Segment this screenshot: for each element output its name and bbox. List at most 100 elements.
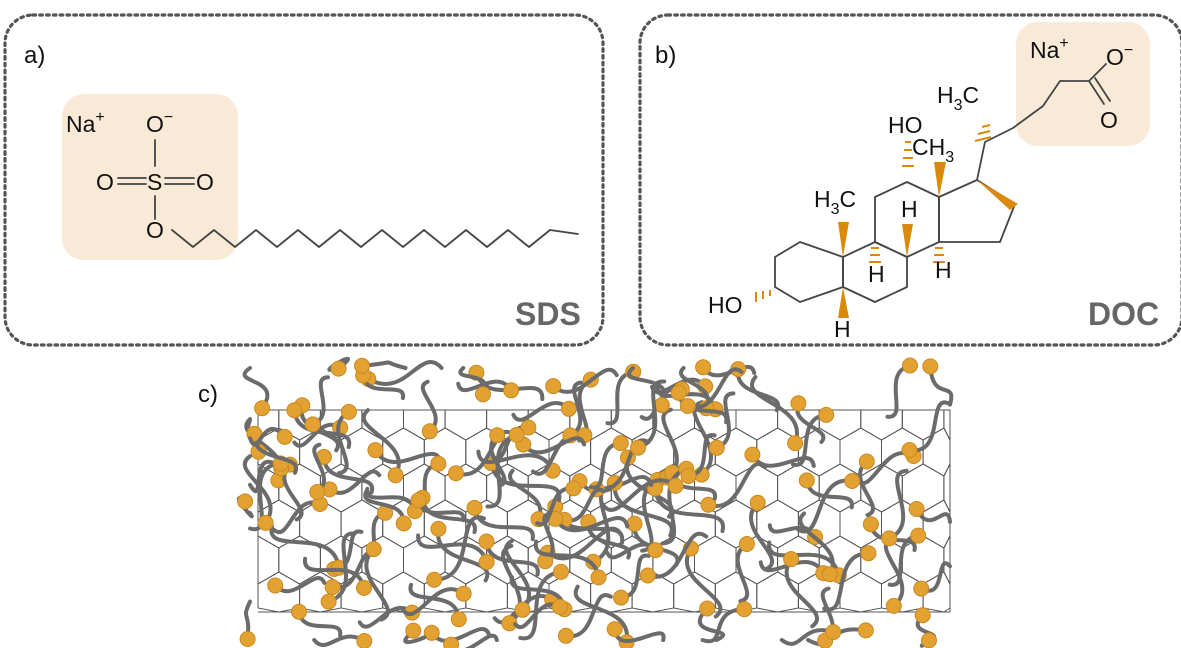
surfactant-tail: [700, 607, 747, 644]
surfactant-tail: [784, 557, 819, 629]
surfactant-head: [478, 533, 495, 550]
surfactant-tail: [360, 360, 408, 370]
surfactant-tail: [685, 546, 723, 619]
surfactant-molecule: [364, 541, 390, 622]
surfactant-tail: [749, 500, 775, 572]
surfactant-molecule: [749, 494, 775, 572]
surfactant-molecule: [286, 402, 352, 449]
surfactant-head: [304, 416, 321, 433]
lattice-hexagon: [943, 409, 951, 441]
surfactant-tail: [472, 505, 535, 542]
surfactant-head: [365, 541, 382, 558]
surfactant-head: [585, 553, 602, 570]
surfactant-tail: [600, 478, 678, 512]
surfactant-molecule: [913, 561, 952, 597]
surfactant-molecule: [416, 533, 495, 570]
surfactant-head: [237, 493, 254, 510]
surfactant-molecule: [420, 379, 438, 440]
surfactant-molecule: [534, 539, 607, 586]
doc-co-bond-1: [1088, 80, 1105, 105]
doc-wedge-ch3: [934, 162, 946, 197]
surfactant-head: [450, 611, 467, 628]
doc-h-b-atom: H: [868, 261, 885, 287]
surfactant-head: [700, 496, 717, 513]
surfactant-head: [239, 631, 256, 647]
surfactant-head: [790, 395, 807, 412]
doc-wedge-h3c-left: [838, 222, 849, 257]
surfactant-head: [679, 398, 696, 414]
panel-b-label: b): [655, 42, 676, 69]
surfactant-molecule: [367, 442, 443, 465]
surfactant-head: [257, 514, 274, 531]
surfactant-molecule: [605, 363, 642, 426]
surfactant-head: [395, 515, 412, 532]
surfactant-molecule: [679, 367, 744, 414]
doc-ho-bottom-atom: HO: [708, 292, 743, 318]
surfactant-tail: [269, 524, 341, 570]
surfactant-head: [821, 566, 838, 583]
surfactant-head: [606, 621, 623, 638]
surfactant-molecule: [881, 468, 909, 547]
surfactant-head: [736, 601, 753, 618]
surfactant-head: [421, 423, 438, 440]
surfactant-molecule: [798, 511, 838, 583]
surfactant-molecule: [922, 358, 954, 407]
surfactant-tail: [636, 379, 667, 450]
surfactant-molecule: [466, 499, 535, 542]
surfactant-head: [913, 580, 930, 597]
surfactant-tail: [697, 606, 726, 642]
surfactant-tail: [336, 409, 351, 476]
surfactant-molecule: [271, 496, 328, 534]
surfactant-head: [590, 569, 607, 586]
surfactant-tail: [366, 360, 444, 386]
surfactant-molecule: [708, 391, 736, 456]
surfactant-head: [818, 406, 835, 423]
surfactant-head: [914, 607, 931, 624]
surfactant-head: [356, 633, 373, 648]
surfactant-head: [545, 378, 562, 395]
surfactant-molecule: [267, 576, 327, 594]
surfactant-molecule: [430, 520, 490, 583]
doc-h3c-top-atom: H3C: [937, 82, 979, 114]
surfactant-tail: [248, 461, 283, 532]
surfactant-head: [844, 473, 861, 489]
surfactant-molecule: [735, 536, 755, 604]
doc-wedge-h-bottom: [838, 287, 849, 318]
surfactant-head: [653, 397, 670, 414]
surfactant-tail: [735, 542, 749, 604]
surfactant-molecule: [518, 563, 569, 641]
lattice-hexagon: [922, 427, 951, 477]
surfactant-tail: [750, 375, 800, 446]
surfactant-head: [443, 636, 460, 648]
surfactant-tail: [292, 408, 352, 449]
surfactant-head: [354, 357, 370, 374]
surfactant-tail: [790, 412, 829, 467]
surfactant-molecule: [403, 622, 427, 645]
surfactant-head: [885, 597, 902, 614]
panel-b-border: [638, 13, 1181, 347]
surfactant-head: [291, 603, 307, 620]
surfactant-tail: [887, 468, 909, 541]
surfactant-molecule: [908, 501, 952, 524]
surfactant-tail: [252, 431, 299, 475]
surfactant-tail: [887, 533, 921, 587]
surfactant-head: [798, 472, 815, 489]
surfactant-head: [881, 530, 898, 547]
lattice-hexagon: [943, 535, 951, 585]
surfactant-head: [387, 467, 404, 484]
surfactant-head: [410, 492, 427, 509]
surfactant-molecule: [242, 454, 274, 531]
surfactant-head: [680, 468, 697, 484]
surfactant-head: [276, 428, 293, 445]
panel-a-border: [3, 13, 605, 347]
panel-c: c): [198, 356, 954, 648]
surfactant-head: [367, 442, 384, 459]
surfactant-tail: [436, 526, 490, 583]
surfactant-head: [489, 427, 506, 444]
surfactant-molecule: [545, 367, 619, 395]
doc-side-chain: [976, 80, 1090, 181]
surfactant-head: [503, 382, 520, 399]
surfactant-tail: [508, 468, 543, 522]
surfactant-tail: [822, 551, 871, 612]
surfactant-tail: [503, 539, 532, 612]
